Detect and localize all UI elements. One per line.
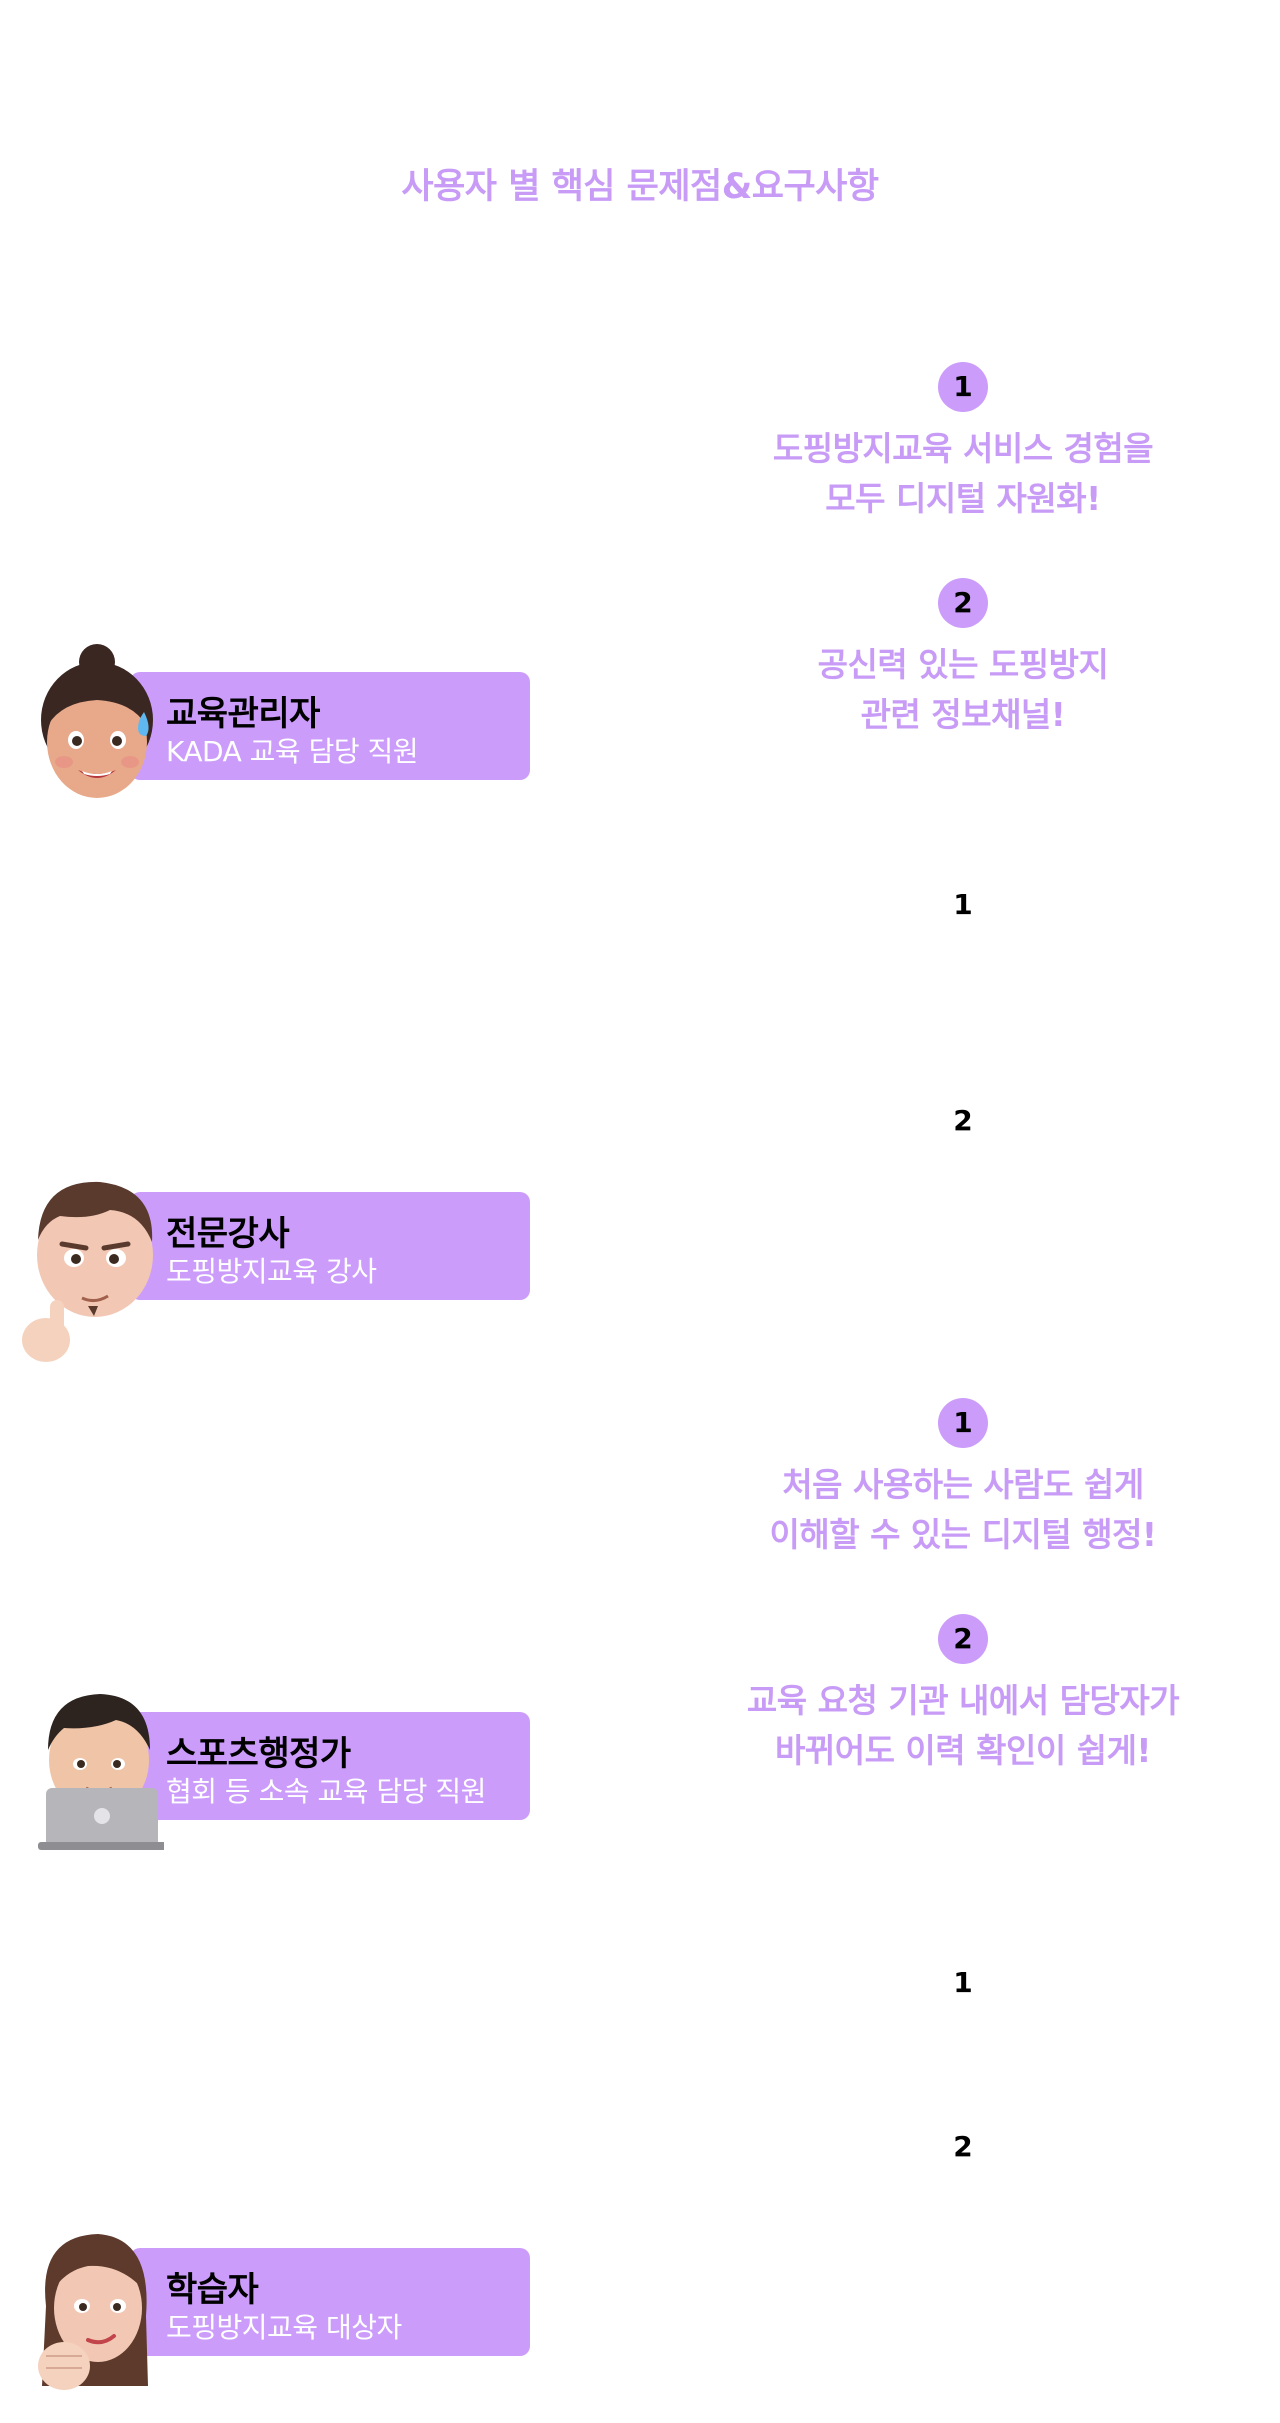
thinking-man-avatar-icon [22,1181,153,1362]
need-number: 1 [953,1966,973,1999]
user-subtitle: 협회 등 소속 교육 담당 직원 [166,1775,486,1808]
user-label-box [130,1712,530,1820]
user-label-box [130,2248,530,2356]
user-title: 전문강사 [166,1214,290,1254]
need-text: 도핑방지교육 서비스 경험을 모두 디지털 자원화! [700,424,1226,524]
woman-bun-sweat-avatar-icon [41,644,153,798]
need-number-badge: 1 [938,1398,988,1448]
need-text-line: 도핑방지교육 서비스 경험을 [772,429,1154,468]
user-label-box [130,1192,530,1300]
need-number: 2 [953,2130,973,2163]
user-subtitle: 도핑방지교육 대상자 [166,2311,402,2344]
need-text-line: 처음 사용하는 사람도 쉽게 [782,1465,1144,1504]
need-text: 교육 요청 기관 내에서 담당자가 바뀌어도 이력 확인이 쉽게! [700,1676,1226,1776]
user-title: 스포츠행정가 [166,1734,351,1774]
need-number-badge: 1 [938,362,988,412]
need-number-badge: 2 [938,578,988,628]
need-text: 처음 사용하는 사람도 쉽게 이해할 수 있는 디지털 행정! [700,1460,1226,1560]
user-card-education-manager: 교육관리자 KADA 교육 담당 직원 [0,640,540,810]
user-title: 학습자 [166,2270,259,2310]
need-text-line: 이해할 수 있는 디지털 행정! [769,1515,1157,1554]
need-number: 2 [953,1104,973,1137]
user-card-learner: 학습자 도핑방지교육 대상자 [0,2216,540,2390]
need-text-line: 관련 정보채널! [860,695,1066,734]
page-title: 사용자 별 핵심 문제점&요구사항 [401,167,879,207]
woman-fist-avatar-icon [38,2234,148,2390]
user-card-sports-administrator: 스포츠행정가 협회 등 소속 교육 담당 직원 [0,1680,540,1850]
man-laptop-avatar-icon [38,1694,164,1850]
user-subtitle: KADA 교육 담당 직원 [166,735,419,768]
need-number-badge: 2 [938,1614,988,1664]
user-title: 교육관리자 [166,694,320,734]
need-text: 공신력 있는 도핑방지 관련 정보채널! [700,640,1226,740]
need-text-line: 모두 디지털 자원화! [825,479,1101,518]
user-subtitle: 도핑방지교육 강사 [166,1255,377,1288]
user-label-box [130,672,530,780]
need-number: 1 [953,888,973,921]
need-text-line: 교육 요청 기관 내에서 담당자가 [746,1681,1180,1720]
need-text-line: 바뀌어도 이력 확인이 쉽게! [775,1731,1151,1770]
user-card-expert-instructor: 전문강사 도핑방지교육 강사 [0,1160,540,1362]
need-text-line: 공신력 있는 도핑방지 [817,645,1109,684]
